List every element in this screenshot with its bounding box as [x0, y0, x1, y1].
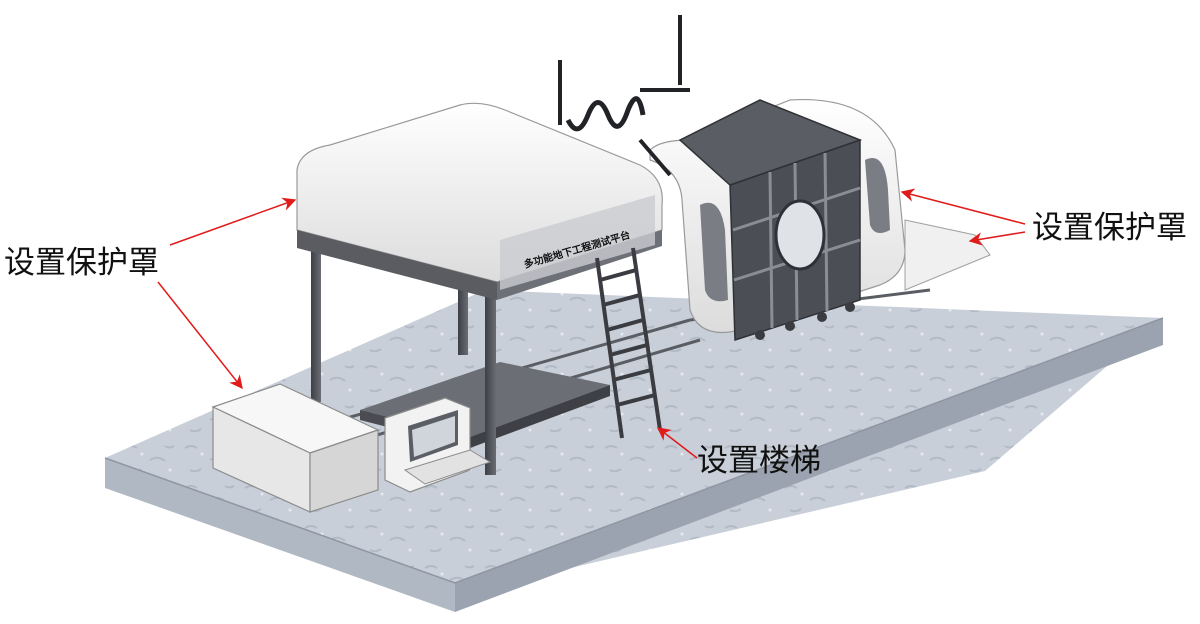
concrete-base [104, 290, 1164, 612]
callout-cover-right: 设置保护罩 [1032, 210, 1187, 246]
hydraulic-actuators [558, 15, 690, 177]
chamber-wheels [755, 302, 855, 340]
chamber-window [774, 199, 826, 271]
access-ladder [595, 247, 662, 439]
arrow-ladder [656, 427, 698, 459]
callout-ladder: 设置楼梯 [697, 443, 821, 479]
callout-arrows [157, 188, 1026, 459]
arrow-cover-right-top [900, 188, 1026, 225]
arrow-cover-right-bottom [968, 231, 1026, 246]
canopy-posts [311, 232, 496, 475]
protective-cabinet [211, 383, 380, 513]
callout-cover-left: 设置保护罩 [4, 245, 159, 281]
left-protective-cover [296, 102, 663, 300]
arrow-cover-left-bottom [157, 281, 243, 390]
arrow-cover-left-top [169, 197, 297, 246]
operator-console [384, 397, 492, 493]
